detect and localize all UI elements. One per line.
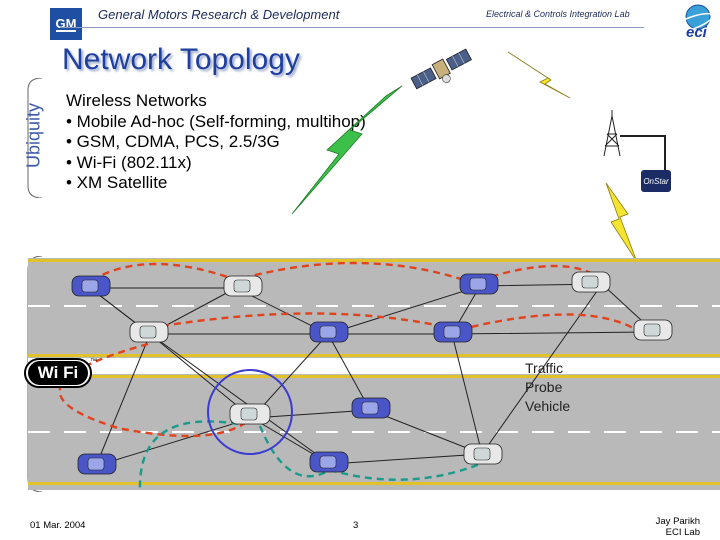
bullet-item: • Wi-Fi (802.11x) <box>66 152 192 172</box>
onstar-logo: OnStar <box>641 170 671 192</box>
broadcast-range-circle <box>207 369 293 455</box>
car-icon <box>229 403 271 425</box>
green-lightning-bolt <box>291 85 403 215</box>
footer-page-number: 3 <box>353 520 359 531</box>
lane-edge-yellow <box>28 259 720 262</box>
bullet-item: • Mobile Ad-hoc (Self-forming, multihop) <box>66 111 366 131</box>
footer-author-line: Jay Parikh <box>655 516 700 527</box>
car-icon <box>351 397 391 419</box>
slide-title: Network Topology <box>62 43 300 76</box>
lane-edge-yellow <box>28 482 720 485</box>
car-icon <box>433 321 473 343</box>
highway-network-diagram <box>28 258 720 490</box>
header-org: General Motors Research & Development <box>98 7 340 22</box>
wifi-logo-text: Wi Fi <box>28 361 88 385</box>
car-icon <box>463 443 503 465</box>
car-icon <box>71 275 111 297</box>
traffic-probe-line: Vehicle <box>525 398 571 414</box>
road-upper <box>28 258 720 358</box>
footer-author-line: ECI Lab <box>665 527 700 538</box>
footer-date: 01 Mar. 2004 <box>30 520 86 531</box>
bullet-list: Wireless Networks • Mobile Ad-hoc (Self-… <box>66 91 366 194</box>
car-icon <box>129 321 169 343</box>
eci-logo: eci <box>670 4 714 39</box>
footer-author: Jay Parikh ECI Lab <box>630 516 700 538</box>
lane-edge-yellow <box>28 354 720 357</box>
car-icon <box>633 319 673 341</box>
car-icon <box>309 451 349 473</box>
header-divider <box>60 27 644 28</box>
yellow-lightning-bolt <box>507 51 571 99</box>
eci-logo-text: eci <box>686 24 708 39</box>
traffic-probe-label: Traffic Probe Vehicle <box>525 359 570 416</box>
vehicles <box>71 271 673 475</box>
header-lab: Electrical & Controls Integration Lab <box>486 9 630 19</box>
lane-edge-yellow <box>28 375 720 378</box>
onstar-logo-text: OnStar <box>643 176 669 186</box>
car-icon <box>223 275 263 297</box>
bullet-item: • XM Satellite <box>66 173 168 193</box>
car-icon <box>77 453 117 475</box>
satellite-icon <box>410 48 472 90</box>
cell-tower-icon <box>603 110 666 176</box>
bullet-heading: Wireless Networks <box>66 91 207 110</box>
traffic-probe-line: Probe <box>525 379 563 395</box>
wifi-trademark: ™ <box>90 358 97 365</box>
median <box>28 358 720 374</box>
bullet-item: • GSM, CDMA, PCS, 2.5/3G <box>66 132 280 152</box>
car-icon <box>459 273 499 295</box>
gm-logo: GM <box>50 8 82 40</box>
traffic-probe-line: Traffic <box>525 360 564 376</box>
side-label-bracket: Ubiquity <box>20 78 46 198</box>
wifi-logo: Wi Fi ™ <box>24 358 98 390</box>
car-icon <box>571 271 611 293</box>
car-icon <box>309 321 349 343</box>
